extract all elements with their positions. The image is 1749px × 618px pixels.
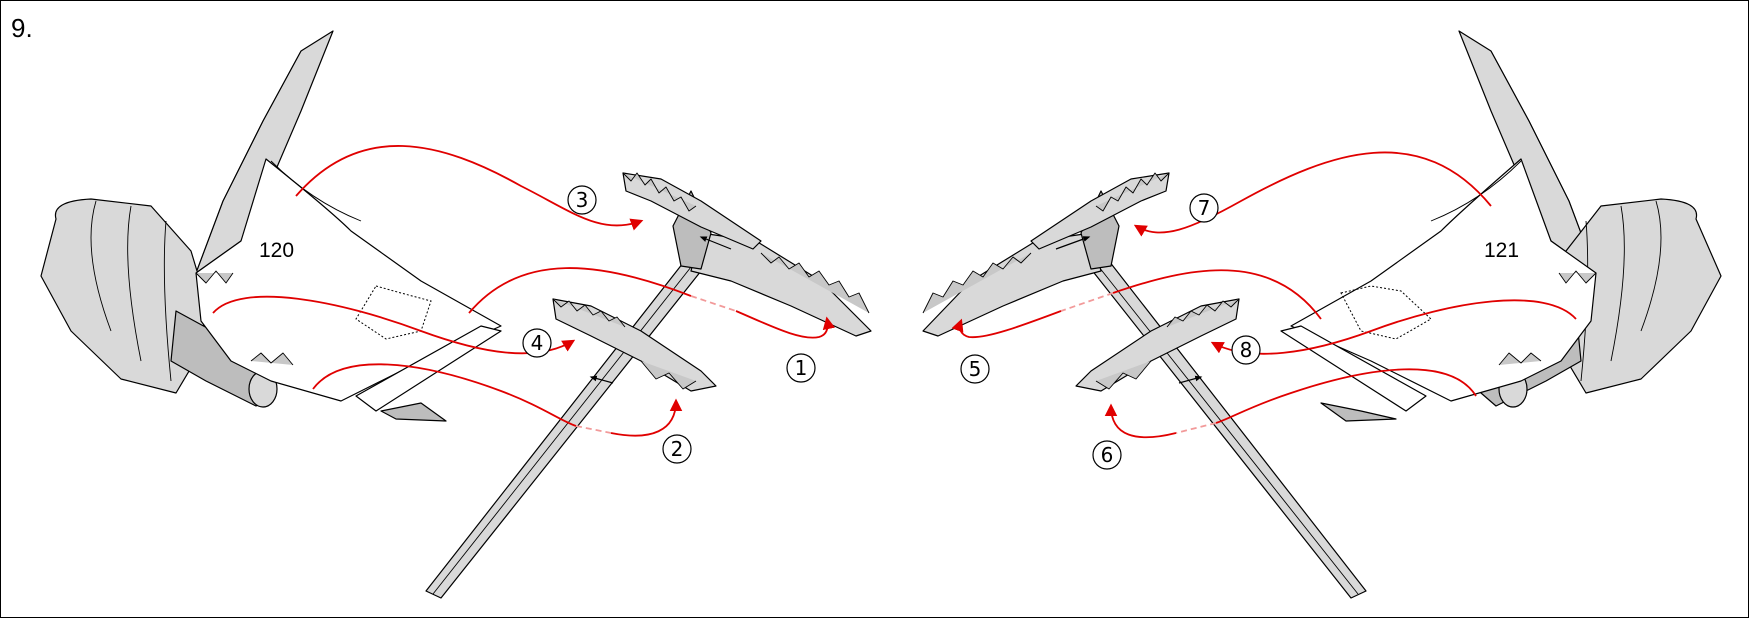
- left-upper-crossbar: [690, 232, 872, 337]
- marker-6: 6: [1092, 440, 1122, 470]
- right-small-stub: [1075, 298, 1240, 392]
- left-engine-nacelle: [40, 198, 278, 408]
- svg-text:8: 8: [1240, 338, 1253, 362]
- marker-7: 7: [1189, 193, 1219, 223]
- glue-line-5: [951, 310, 1062, 339]
- left-part-number: 120: [259, 239, 294, 262]
- right-top-crossbar: [1030, 172, 1170, 250]
- svg-text:2: 2: [671, 437, 684, 461]
- right-long-boom: [1072, 232, 1367, 599]
- glue-line-6: [1104, 403, 1177, 439]
- step-number: 9.: [11, 13, 33, 43]
- svg-text:1: 1: [795, 356, 808, 380]
- left-wing-assembly: 120: [40, 30, 502, 422]
- svg-text:7: 7: [1198, 196, 1211, 220]
- left-top-crossbar: [622, 172, 762, 250]
- marker-4: 4: [522, 328, 552, 358]
- right-part-number: 121: [1484, 239, 1519, 262]
- left-small-stub: [552, 298, 717, 392]
- glue-line-7: [1133, 151, 1492, 237]
- right-wing-plate: [1290, 158, 1597, 402]
- marker-2: 2: [662, 434, 692, 464]
- right-upper-crossbar: [922, 232, 1102, 337]
- svg-text:6: 6: [1101, 443, 1114, 467]
- marker-3: 3: [567, 185, 597, 215]
- marker-8: 8: [1231, 335, 1261, 365]
- glue-line-1: [735, 310, 836, 339]
- svg-text:5: 5: [969, 357, 982, 381]
- left-spar-structure: [425, 172, 872, 599]
- right-spar-structure: [922, 172, 1367, 599]
- svg-text:3: 3: [576, 188, 589, 212]
- glue-line-3: [295, 145, 644, 231]
- marker-5: 5: [960, 354, 990, 384]
- glue-line-2: [610, 398, 683, 437]
- svg-text:4: 4: [531, 331, 544, 355]
- marker-1: 1: [786, 353, 816, 383]
- right-wing-assembly: 121: [1280, 30, 1722, 422]
